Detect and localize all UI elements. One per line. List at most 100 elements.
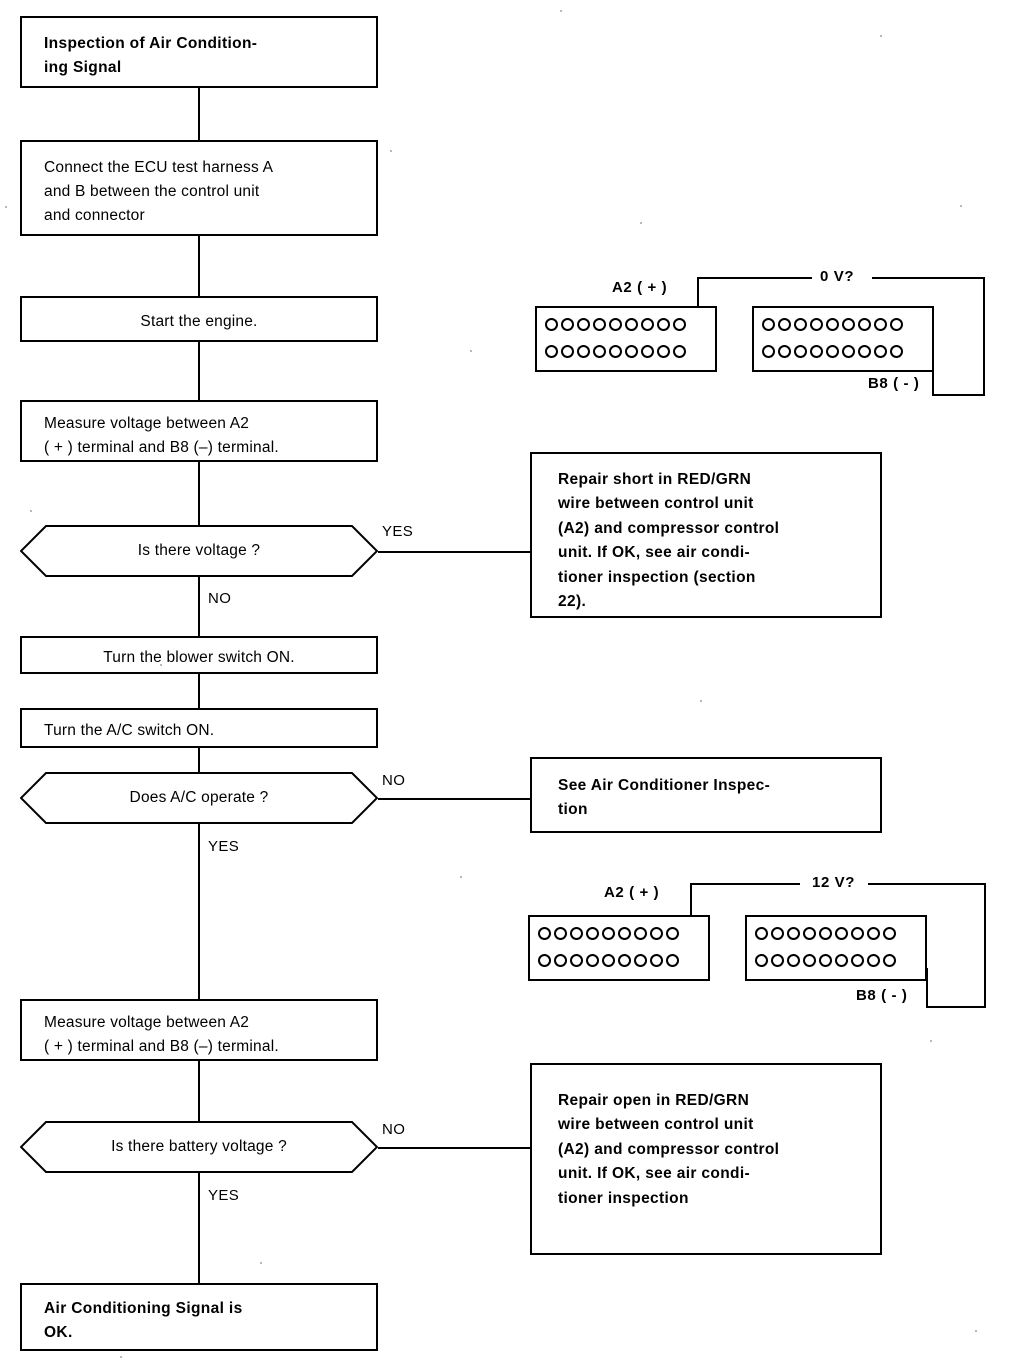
pin [545,345,558,358]
pin [641,318,654,331]
pin [874,318,887,331]
pin [650,954,663,967]
pin [890,318,903,331]
node-ac-switch-on: Turn the A/C switch ON. [20,708,378,748]
pin [835,927,848,940]
scan-speck [5,206,7,208]
wire-0v-b8-vertical [932,355,934,396]
pin [819,954,832,967]
pin [794,318,807,331]
scan-speck [960,205,962,207]
wire-0v-top-right-segment [872,277,985,279]
pin [858,345,871,358]
pin [609,318,622,331]
pin [602,954,615,967]
pin [867,954,880,967]
pin-a2 [650,927,663,940]
pin [545,318,558,331]
pin [561,345,574,358]
node-is-there-battery-voltage-label: Is there battery voltage ? [111,1138,287,1155]
branch-label-ac-yes: YES [208,838,240,855]
pin [778,318,791,331]
pin [842,318,855,331]
branch-label-ac-no: NO [382,772,406,789]
connector-12v-left-block [528,915,710,981]
scan-speck [640,222,642,224]
connector-0v-right-row-1 [762,318,903,331]
connector-0v-left-block [535,306,717,372]
wire-12v-a2-vertical [690,883,692,927]
branch-label-voltage-yes: YES [382,523,414,540]
pin [538,927,551,940]
pin [835,954,848,967]
pin [867,927,880,940]
pin-a2 [657,318,670,331]
node-does-ac-operate: Does A/C operate ? [20,772,378,824]
node-signal-ok: Air Conditioning Signal is OK. [20,1283,378,1351]
pin [673,345,686,358]
node-repair-short-label: Repair short in RED/GRN wire between con… [558,471,780,611]
branch-label-voltage-no: NO [208,590,232,607]
connector-12v-right-block [745,915,927,981]
pin [570,954,583,967]
scan-speck [470,350,472,352]
pin [819,927,832,940]
pin [554,954,567,967]
pin [609,345,622,358]
node-repair-open: Repair open in RED/GRN wire between cont… [530,1063,882,1255]
pin [634,927,647,940]
connector-12v-positive-label: A2 ( + ) [604,884,660,901]
scan-speck [930,1040,932,1042]
node-connect-harness-label: Connect the ECU test harness A and B bet… [44,159,274,225]
wire-0v-right-vertical [983,277,985,396]
pin [771,927,784,940]
pin [755,927,768,940]
connector-0v-negative-label: B8 ( - ) [868,375,920,392]
wire-12v-top-right-segment [868,883,986,885]
wire-0v-bottom-segment [932,394,985,396]
edge-qvoltage-no [198,577,200,636]
node-does-ac-operate-label: Does A/C operate ? [129,789,269,806]
edge-measure1-to-qvoltage [198,462,200,525]
connector-0v-measurement-label: 0 V? [820,268,855,285]
pin [561,318,574,331]
pin-b8 [883,954,896,967]
edge-blower-to-acswitch [198,674,200,708]
edge-qac-no [378,798,530,800]
node-is-there-voltage: Is there voltage ? [20,525,378,577]
pin [673,318,686,331]
node-signal-ok-label: Air Conditioning Signal is OK. [44,1300,243,1342]
pin [778,345,791,358]
pin [842,345,855,358]
node-measure-voltage-2-label: Measure voltage between A2 ( + ) termina… [44,1014,279,1056]
connector-12v-measurement-label: 12 V? [812,874,856,891]
node-measure-voltage-2: Measure voltage between A2 ( + ) termina… [20,999,378,1061]
scan-speck [880,35,882,37]
wire-12v-bottom-segment [926,1006,986,1008]
connector-0v-left-row-1 [545,318,686,331]
wire-12v-top-left-segment [690,883,800,885]
node-inspection-title: Inspection of Air Condition- ing Signal [20,16,378,88]
pin [803,954,816,967]
scan-speck [460,876,462,878]
node-blower-switch-on: Turn the blower switch ON. [20,636,378,674]
node-see-ac-inspection-label: See Air Conditioner Inspec- tion [558,777,771,819]
edge-measure2-to-qbattery [198,1061,200,1121]
pin [586,954,599,967]
pin [634,954,647,967]
pin [625,318,638,331]
connector-0v-left-row-2 [545,345,686,358]
edge-qvoltage-yes [378,551,530,553]
edge-qbattery-yes [198,1173,200,1283]
pin [874,345,887,358]
connector-12v-left-row-2 [538,954,679,967]
connector-0v-right-block [752,306,934,372]
node-start-engine: Start the engine. [20,296,378,342]
edge-qac-yes [198,824,200,999]
node-repair-short: Repair short in RED/GRN wire between con… [530,452,882,618]
pin [762,345,775,358]
pin [602,927,615,940]
pin [755,954,768,967]
pin [641,345,654,358]
